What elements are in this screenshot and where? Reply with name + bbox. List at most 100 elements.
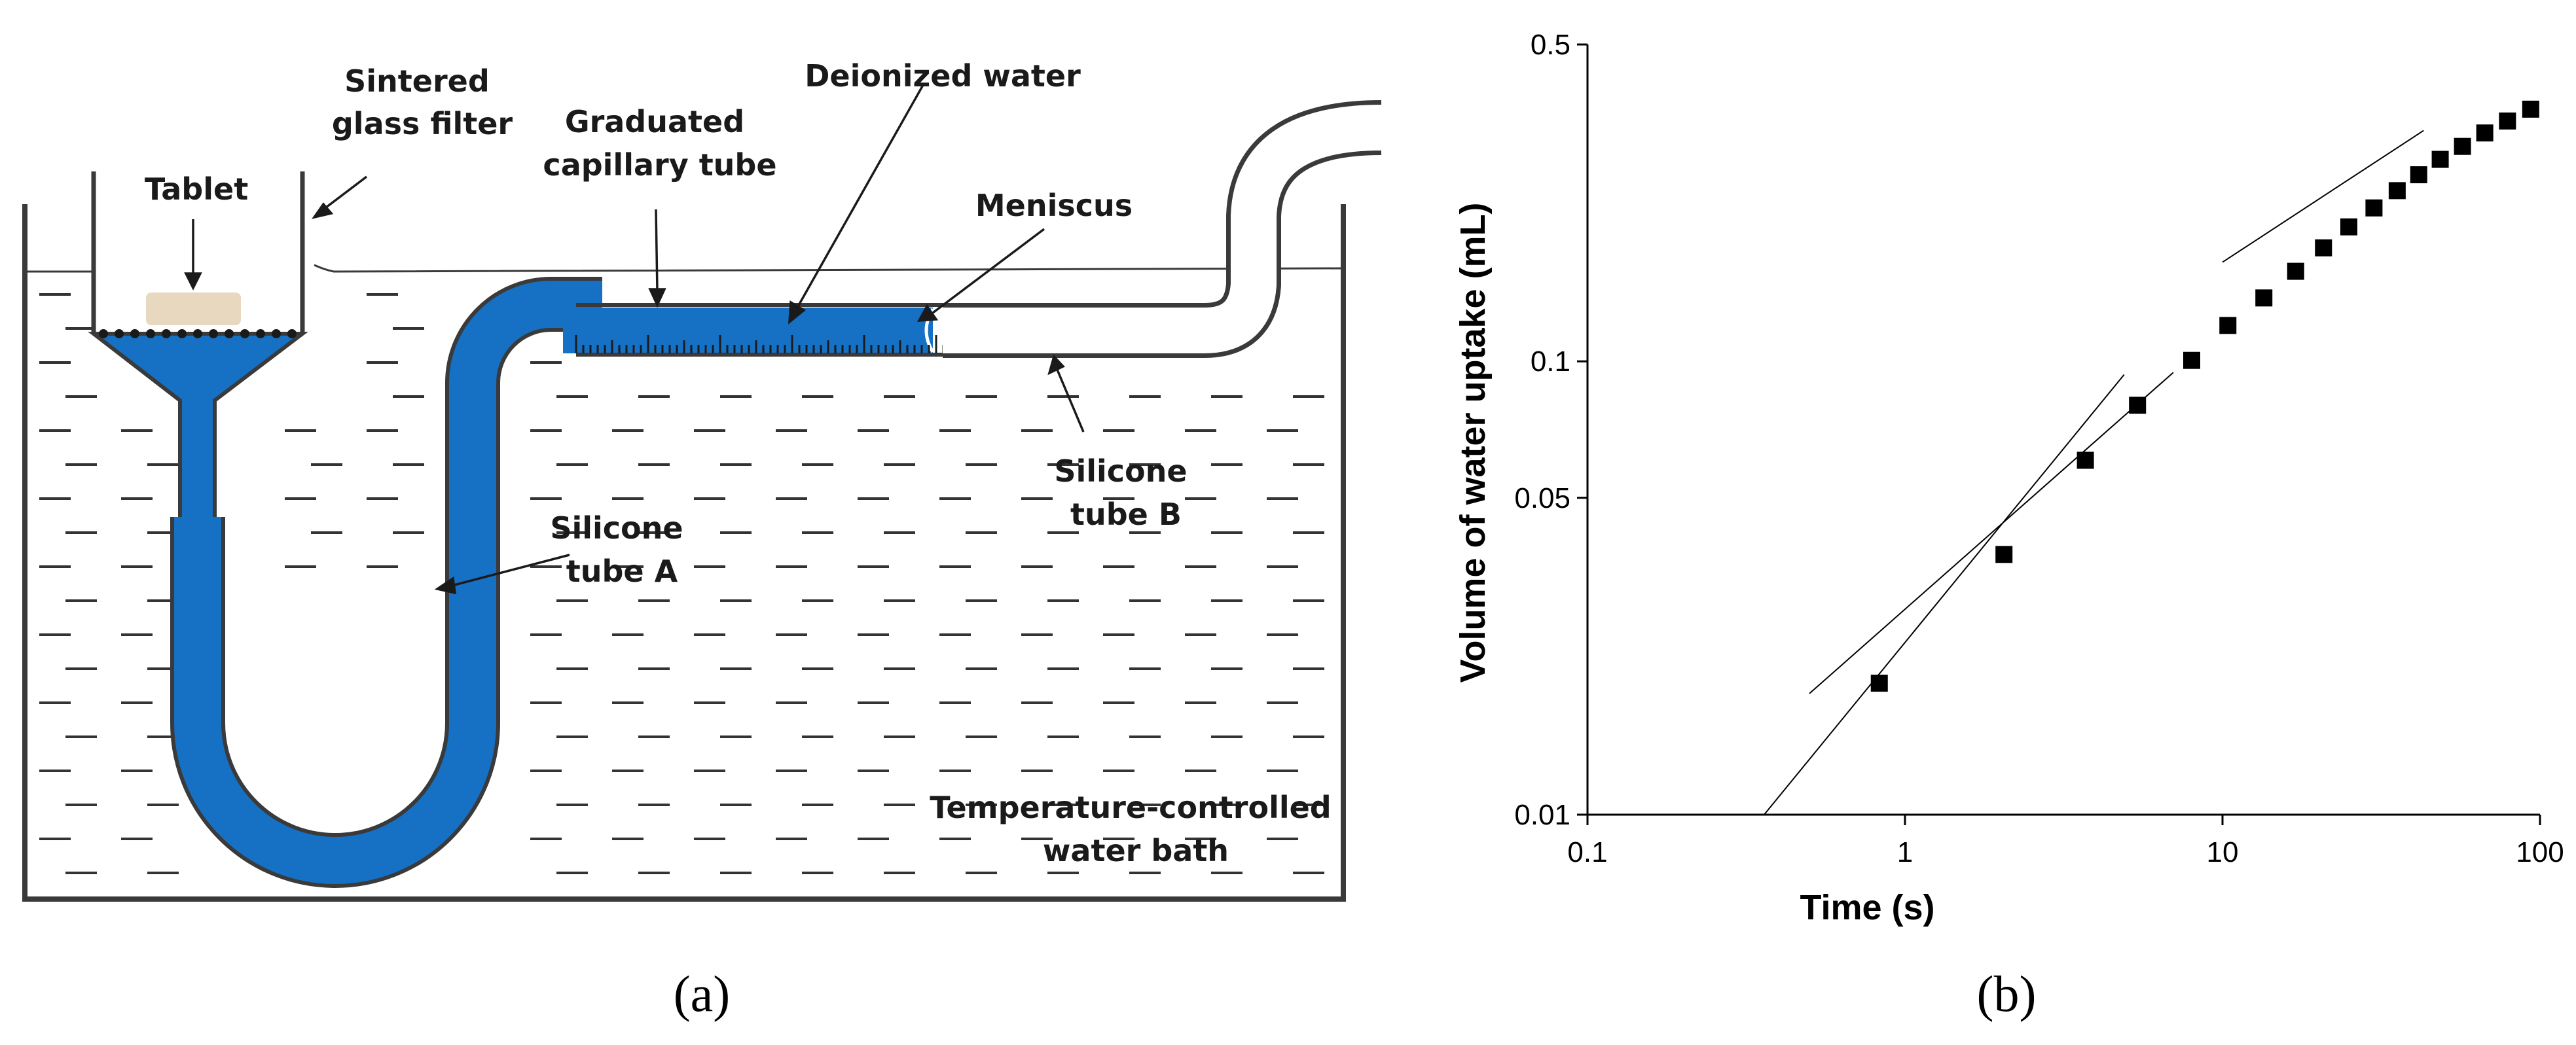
data-point — [2315, 239, 2332, 257]
label-water-bath-line2: water bath — [1043, 833, 1229, 868]
fit-line — [1764, 374, 2125, 815]
label-graduated-line1: Graduated — [565, 104, 744, 139]
data-point — [2365, 199, 2383, 217]
panel-label-a: (a) — [674, 965, 731, 1022]
data-points — [1870, 100, 2539, 692]
sinter-dot — [287, 329, 297, 338]
tablet — [146, 292, 241, 325]
silicone-tube-a — [170, 277, 602, 888]
data-point — [2454, 137, 2471, 155]
data-point — [2219, 317, 2237, 334]
funnel-walls — [91, 171, 305, 334]
label-sintered-line1: Sintered — [344, 63, 490, 99]
arrow-silicone-b — [1056, 369, 1085, 433]
water-dashes — [39, 293, 1324, 874]
data-point — [1870, 675, 1888, 692]
arrowhead-filter — [311, 202, 334, 219]
data-point — [2183, 351, 2200, 369]
x-tick-label: 100 — [2516, 836, 2564, 868]
data-point — [2476, 124, 2494, 142]
sinter-dot — [272, 329, 281, 338]
funnel-interior — [94, 171, 302, 334]
arrowhead-meniscus — [916, 304, 939, 322]
label-silicone-b: Silicone tube B — [1054, 453, 1197, 532]
arrowhead-silicone-b — [1047, 354, 1065, 376]
arrowhead-deionized — [788, 300, 807, 325]
data-point — [2410, 166, 2427, 184]
arrowhead-silicone-a — [434, 576, 457, 595]
arrow-graduated — [655, 209, 659, 292]
sinter-dot — [162, 329, 171, 338]
sinter-dot — [240, 329, 249, 338]
tube-a-outline — [170, 277, 602, 888]
chart-panel: 0.1 1 10 100 0.01 0.05 0.1 0.5 Time (s) Volume… — [1453, 29, 2564, 1022]
sinter-dot — [209, 329, 218, 338]
y-tick-label: 0.1 — [1531, 345, 1570, 378]
diagram-panel: Sintered glass filter Tablet Graduated c… — [22, 58, 1382, 1022]
water-surface-right — [314, 264, 1344, 273]
label-water-bath-line1: Temperature-controlled — [930, 790, 1332, 825]
bath-walls — [22, 204, 1346, 902]
data-point — [2077, 452, 2094, 469]
water-bath — [22, 204, 1346, 902]
sinter-dot — [177, 329, 187, 338]
graduated-capillary-tube — [563, 303, 962, 357]
panel-label-b: (b) — [1977, 965, 2037, 1022]
data-point — [2129, 397, 2147, 414]
arrow-filter — [322, 175, 368, 211]
x-tick-label: 0.1 — [1567, 836, 1607, 868]
sinter-dot — [99, 329, 108, 338]
capillary-scale — [575, 335, 952, 353]
silicone-tube-b — [943, 100, 1382, 358]
sintered-disc — [99, 329, 297, 338]
fit-line — [1809, 372, 2174, 694]
sinter-dot — [225, 329, 234, 338]
label-graduated-line2: capillary tube — [543, 147, 776, 183]
x-tick-label: 10 — [2207, 836, 2239, 868]
x-ticks: 0.1 1 10 100 — [1567, 815, 2564, 868]
data-point — [2522, 100, 2539, 118]
data-point — [2255, 289, 2273, 307]
data-point — [2431, 151, 2449, 168]
label-sintered-line2: glass filter — [332, 106, 513, 141]
fit-line — [2222, 130, 2424, 263]
sinter-dot — [115, 329, 124, 338]
y-tick-label: 0.01 — [1514, 799, 1570, 831]
label-sintered-filter: Sintered glass filter — [332, 63, 513, 141]
label-silicone-b-line1: Silicone — [1054, 453, 1187, 489]
y-tick-label: 0.05 — [1514, 482, 1570, 514]
label-silicone-a: Silicone tube A — [550, 510, 693, 589]
arrowhead-tablet — [184, 272, 202, 291]
fit-lines — [1764, 130, 2424, 815]
label-meniscus: Meniscus — [975, 188, 1133, 223]
arrowhead-graduated — [648, 288, 666, 308]
arrow-meniscus — [932, 228, 1045, 314]
label-water-bath: Temperature-controlled water bath — [930, 790, 1342, 868]
label-silicone-a-line2: tube A — [566, 554, 678, 589]
label-tablet: Tablet — [145, 171, 248, 207]
sinter-dot — [146, 329, 155, 338]
data-point — [2287, 262, 2304, 280]
sinter-dot — [130, 329, 139, 338]
arrow-silicone-a — [451, 554, 570, 587]
tube-a-fill — [174, 281, 602, 884]
sinter-dot — [256, 329, 265, 338]
label-silicone-b-line2: tube B — [1070, 497, 1182, 532]
data-point — [2340, 218, 2358, 236]
data-point — [2388, 182, 2406, 200]
y-tick-label: 0.5 — [1531, 29, 1570, 61]
data-point — [1995, 546, 2013, 563]
y-axis-title: Volume of water uptake (mL) — [1453, 202, 1493, 682]
tube-b-fill — [943, 105, 1382, 353]
label-deionized-water: Deionized water — [805, 58, 1081, 94]
sinter-dot — [193, 329, 202, 338]
x-axis-title: Time (s) — [1800, 888, 1934, 927]
label-graduated-tube: Graduated capillary tube — [543, 104, 776, 183]
data-point — [2499, 112, 2516, 130]
annotation-arrows — [184, 84, 1085, 595]
y-ticks: 0.01 0.05 0.1 0.5 — [1514, 29, 1587, 831]
arrow-deionized — [796, 84, 924, 308]
diagram-labels: Sintered glass filter Tablet Graduated c… — [145, 58, 1342, 868]
x-tick-label: 1 — [1897, 836, 1913, 868]
